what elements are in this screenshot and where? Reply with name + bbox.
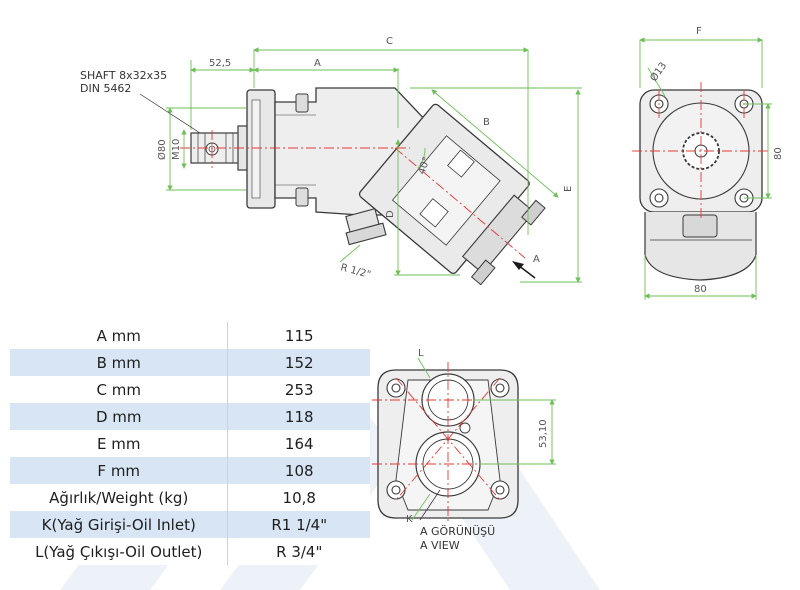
- view-caption-en: A VIEW: [420, 539, 460, 552]
- spec-value: 164: [227, 430, 370, 457]
- spec-label: F mm: [10, 457, 229, 484]
- dim-52-5-label: 52,5: [209, 58, 231, 69]
- dim-m10-label: M10: [171, 139, 182, 160]
- table-row: L(Yağ Çıkışı-Oil Outlet)R 3/4": [10, 538, 370, 565]
- view-arrow-a: [512, 261, 536, 279]
- side-view-dimensions: [166, 47, 582, 283]
- dim-c-label: C: [386, 36, 393, 47]
- view-caption-tr: A GÖRÜNÜŞÜ: [420, 525, 495, 538]
- dim-r12-label: R 1/2": [339, 262, 372, 281]
- dim-f-label: F: [696, 26, 702, 37]
- spec-label: B mm: [10, 349, 229, 376]
- dim-o80-label: Ø80: [156, 139, 168, 160]
- front-view: [632, 82, 770, 281]
- spec-value: 115: [227, 322, 370, 349]
- front-lower-body: [644, 212, 757, 281]
- spec-value: 10,8: [227, 484, 370, 511]
- spec-value: R 3/4": [227, 538, 370, 565]
- spec-label: L(Yağ Çıkışı-Oil Outlet): [10, 538, 229, 565]
- spec-value: 118: [227, 403, 370, 430]
- spec-label: C mm: [10, 376, 229, 403]
- mounting-flange: [246, 89, 276, 209]
- bolt-top: [295, 93, 309, 113]
- spec-value: 152: [227, 349, 370, 376]
- centerlines: [180, 130, 526, 259]
- dim-o13-label: Ø13: [648, 60, 670, 84]
- spec-label: Ağırlık/Weight (kg): [10, 484, 229, 511]
- port-k-label: K: [406, 514, 413, 525]
- dim-80-vertical-label: 80: [773, 147, 784, 160]
- arrow-a-label: A: [533, 254, 540, 265]
- spec-label: E mm: [10, 430, 229, 457]
- dim-80-horizontal-label: 80: [694, 284, 707, 295]
- port-view: [372, 357, 556, 524]
- shaft-spec-line2: DIN 5462: [80, 82, 131, 95]
- shaft-spec-line1: SHAFT 8x32x35: [80, 69, 167, 82]
- port-l-label: L: [418, 348, 424, 359]
- spec-label: K(Yağ Girişi-Oil Inlet): [10, 511, 229, 538]
- front-view-dimensions: [639, 37, 772, 300]
- front-bolts: [649, 94, 754, 208]
- spec-value: 253: [227, 376, 370, 403]
- spec-label: D mm: [10, 403, 229, 430]
- dim-b-label: B: [483, 117, 490, 128]
- dim-a-label: A: [314, 58, 321, 69]
- dim-53-10-label: 53,10: [538, 419, 549, 448]
- spec-value: R1 1/4": [227, 511, 370, 538]
- dim-e-label: E: [563, 186, 574, 192]
- spec-label: A mm: [10, 322, 229, 349]
- dim-d-label: D: [385, 210, 396, 218]
- table-row: K(Yağ Girişi-Oil Inlet)R1 1/4": [10, 511, 370, 538]
- drain-port: [345, 208, 387, 246]
- bolt-bottom: [295, 187, 309, 207]
- spec-value: 108: [227, 457, 370, 484]
- table-row: Ağırlık/Weight (kg)10,8: [10, 484, 370, 511]
